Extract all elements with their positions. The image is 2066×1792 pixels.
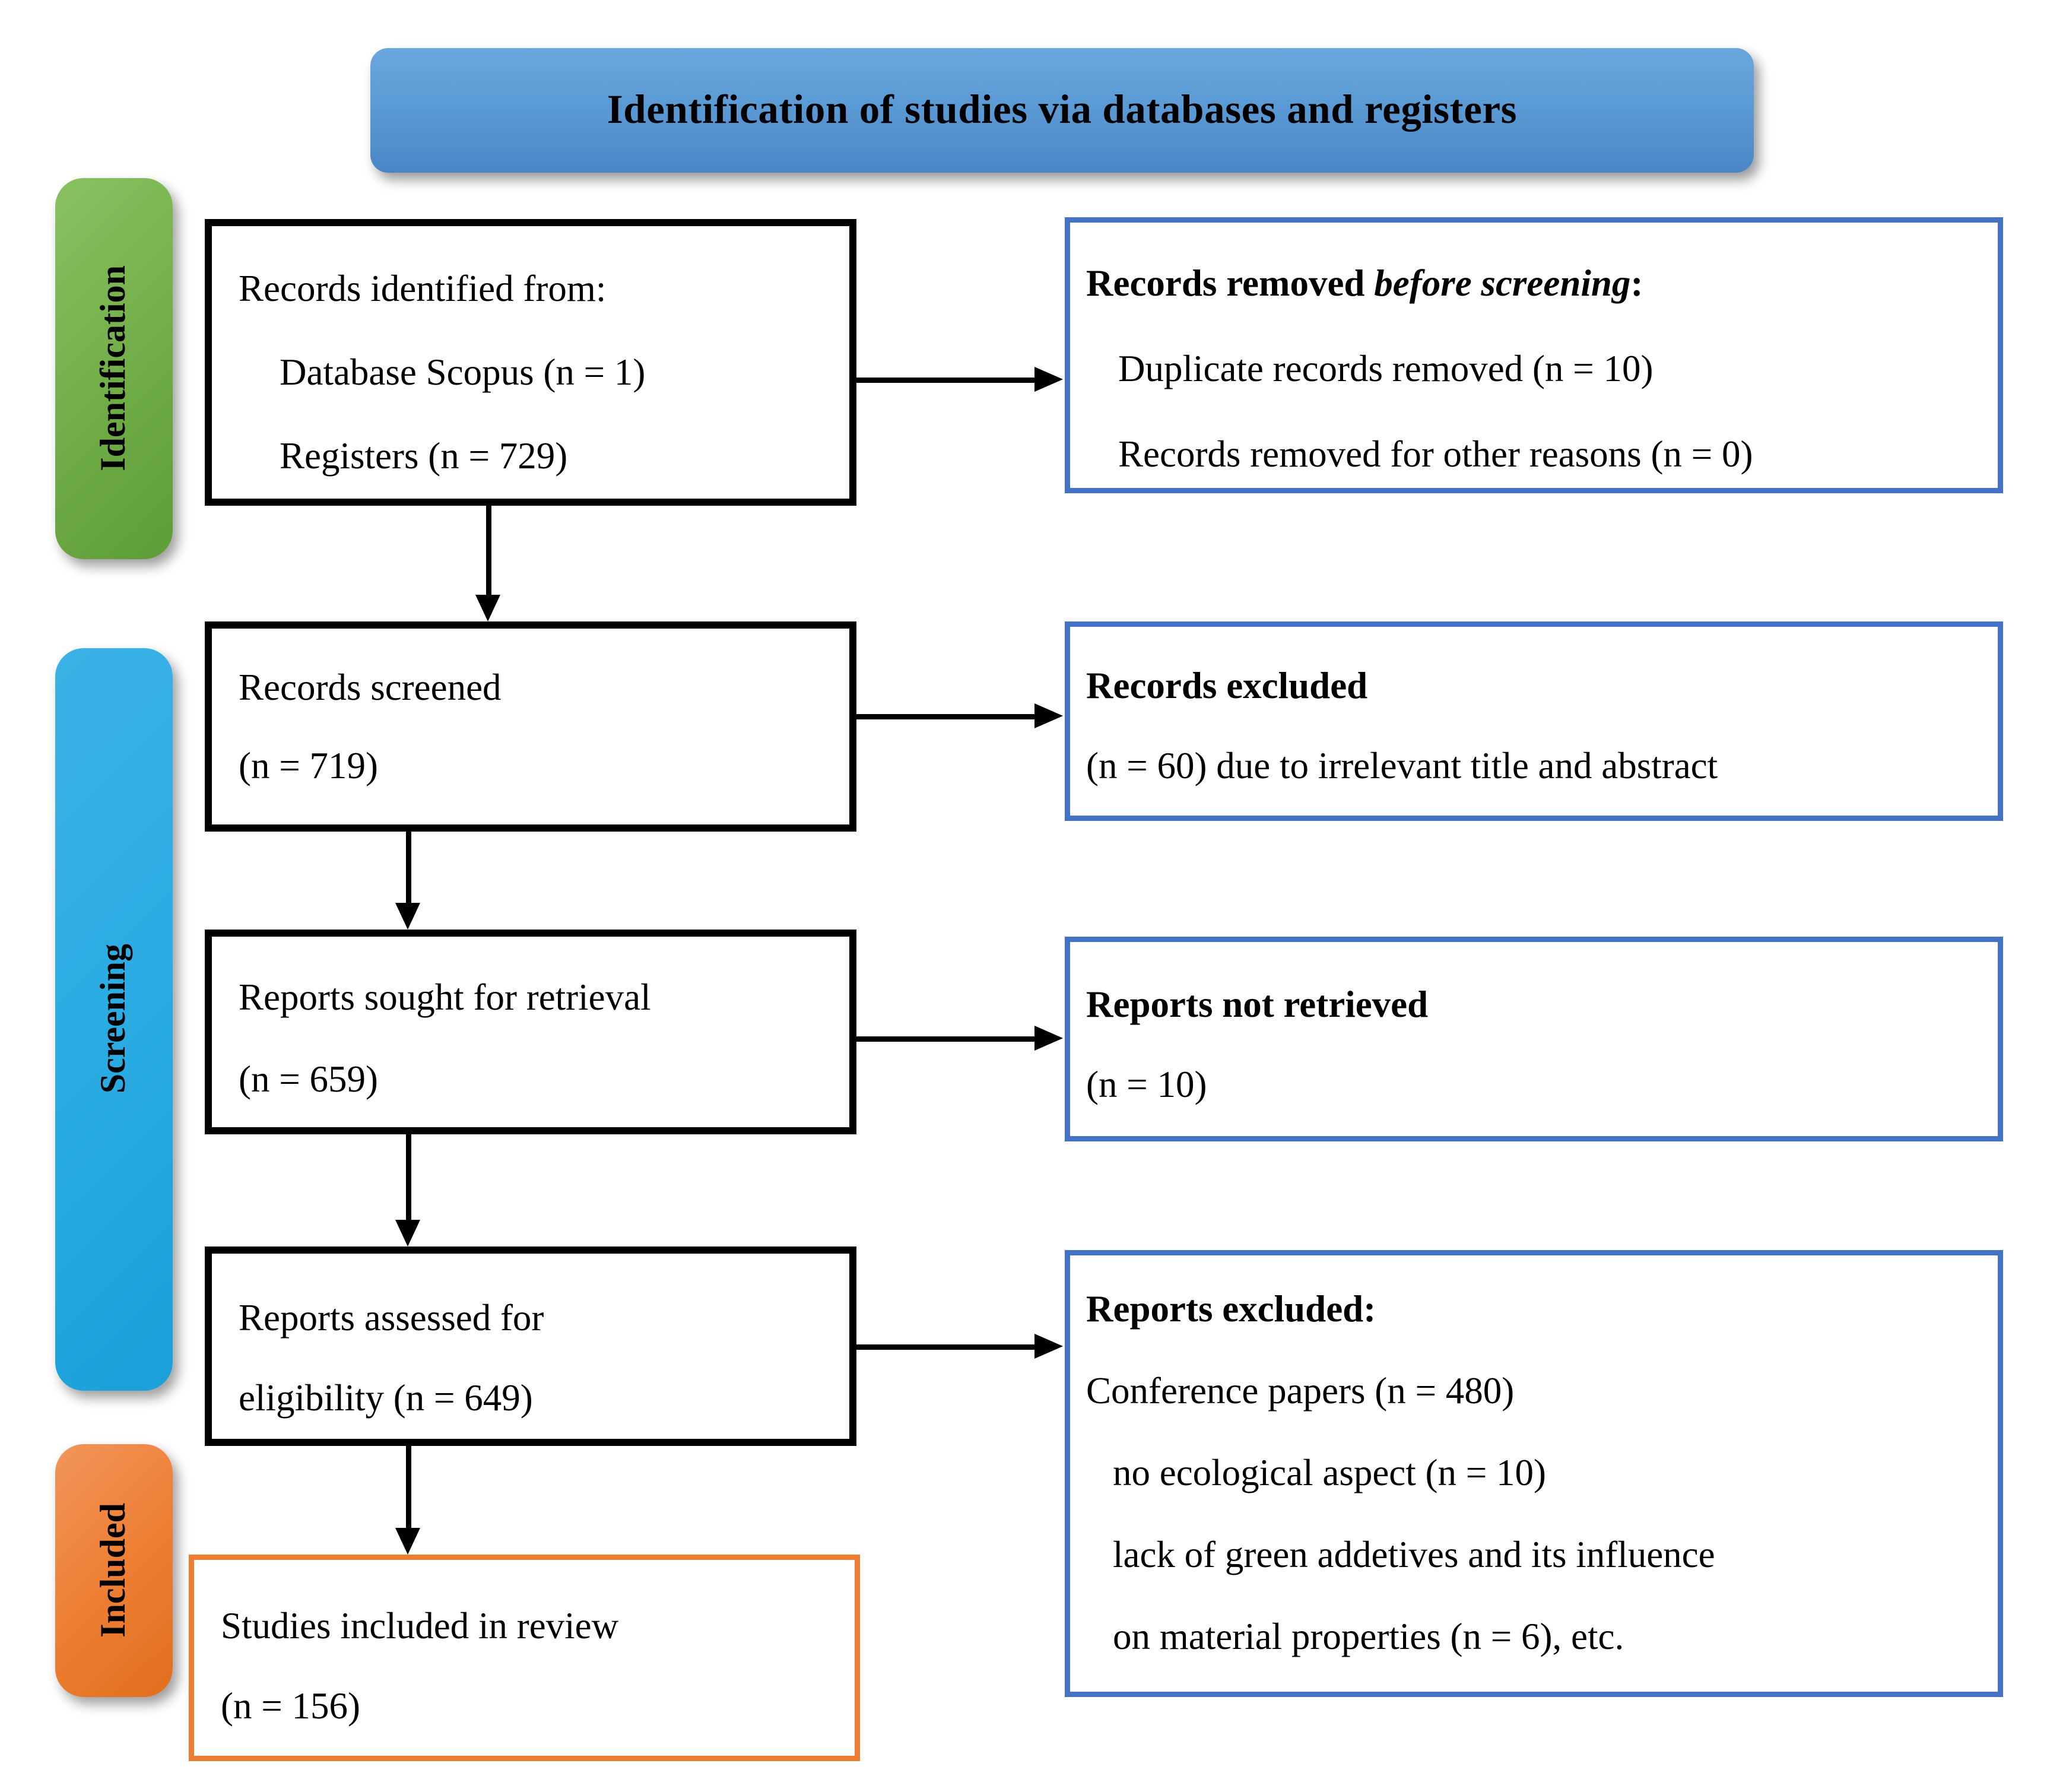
box-records-removed: Records removed before screening: Duplic… [1065,217,2003,493]
arrow-line [856,714,1036,719]
stage-label-identification: Identification [55,178,173,559]
arrowhead-right-icon [1034,1334,1063,1359]
arrow-line [406,1134,411,1223]
arrowhead-right-icon [1034,367,1063,392]
arrow-line [856,1036,1036,1041]
box-line: Registers (n = 729) [280,434,568,477]
heading-italic: before screening [1374,262,1631,305]
box-reports-sought: Reports sought for retrieval (n = 659) [205,930,856,1134]
banner-title: Identification of studies via databases … [607,87,1518,132]
box-reports-excluded: Reports excluded: Conference papers (n =… [1065,1250,2003,1697]
arrow-line [406,832,411,906]
stage-label-screening: Screening [55,648,173,1391]
banner-title-box: Identification of studies via databases … [370,48,1754,173]
box-records-screened: Records screened (n = 719) [205,621,856,832]
box-line: lack of green addetives and its influenc… [1113,1533,1715,1576]
box-line: (n = 10) [1086,1063,1207,1106]
stage-label-screening-text: Screening [93,944,133,1095]
arrow-line [486,506,491,598]
arrowhead-down-icon [475,595,500,621]
box-line: Records removed for other reasons (n = 0… [1118,433,1753,475]
box-line: Reports sought for retrieval [239,976,651,1019]
arrowhead-right-icon [1034,703,1063,728]
arrow-line [406,1446,411,1531]
heading-prefix: Records removed [1086,262,1375,305]
box-line: Records screened [239,666,502,709]
box-reports-assessed: Reports assessed for eligibility (n = 64… [205,1247,856,1446]
stage-label-included: Included [55,1444,173,1697]
box-line: Reports assessed for [239,1296,544,1339]
box-records-excluded: Records excluded (n = 60) due to irrelev… [1065,621,2003,821]
box-line: no ecological aspect (n = 10) [1113,1451,1547,1494]
box-heading: Records removed before screening: [1070,240,1998,326]
arrowhead-down-icon [395,903,420,930]
arrow-line [856,1344,1036,1349]
box-studies-included: Studies included in review (n = 156) [189,1555,860,1761]
box-line: Studies included in review [221,1604,619,1647]
box-line: Database Scopus (n = 1) [280,351,646,394]
stage-label-identification-text: Identification [93,265,133,472]
box-heading: Records excluded [1086,664,1368,707]
box-line: (n = 156) [221,1685,361,1727]
arrowhead-right-icon [1034,1026,1063,1051]
box-line: (n = 659) [239,1058,379,1100]
box-reports-not-retrieved: Reports not retrieved (n = 10) [1065,937,2003,1141]
box-line: on material properties (n = 6), etc. [1113,1615,1624,1658]
box-heading: Reports excluded: [1086,1287,1376,1330]
box-line: eligibility (n = 649) [239,1376,533,1419]
box-records-identified: Records identified from: Database Scopus… [205,219,856,506]
box-line: (n = 60) due to irrelevant title and abs… [1086,744,1718,787]
arrowhead-down-icon [395,1528,420,1555]
stage-label-included-text: Included [93,1503,133,1638]
box-line: (n = 719) [239,744,379,787]
arrow-line [856,378,1036,382]
box-line: Conference papers (n = 480) [1086,1369,1515,1412]
heading-suffix: : [1630,262,1643,305]
box-line: Duplicate records removed (n = 10) [1118,347,1654,390]
box-heading: Reports not retrieved [1086,983,1429,1026]
arrowhead-down-icon [395,1220,420,1247]
box-line: Records identified from: [239,267,607,310]
